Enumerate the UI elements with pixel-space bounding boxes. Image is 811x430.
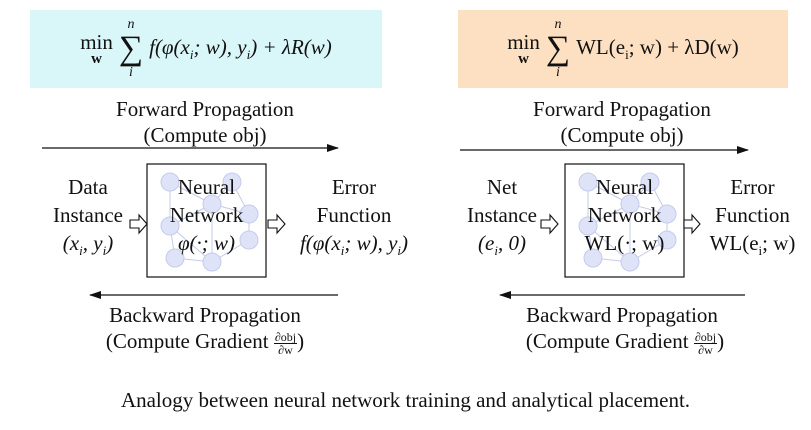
- right-sum-top: n: [554, 17, 562, 32]
- left-input-line3: (xi, yi): [62, 231, 114, 259]
- left-formula-box: min w n ∑ i f(φ(xi; w), yi) + λR(w): [30, 10, 382, 88]
- right-box-line1: Neural: [595, 175, 654, 199]
- right-min-var: w: [518, 51, 529, 67]
- left-input-line2: Instance: [53, 203, 123, 227]
- left-formula-body: f(φ(xi; w), yi) + λR(w): [149, 34, 332, 63]
- right-input-line1: Net: [486, 175, 518, 199]
- left-backward-title: Backward Propagation: [109, 303, 301, 327]
- right-input-line2: Instance: [467, 203, 537, 227]
- right-box-line3: WL(·; w): [584, 231, 665, 255]
- right-output-arrow-icon: [683, 213, 701, 235]
- right-output-line3: WL(ei; w): [709, 231, 796, 259]
- right-sum-bottom: i: [556, 65, 560, 80]
- right-output-line1: Error: [730, 175, 775, 199]
- right-formula-box: min w n ∑ i WL(ei; w) + λD(w): [458, 10, 788, 88]
- left-box-line3: φ(·; w): [177, 231, 236, 255]
- right-output-line2: Function: [715, 203, 790, 227]
- left-output-line1: Error: [331, 175, 377, 199]
- right-forward-title: Forward Propagation: [533, 97, 711, 121]
- left-input-line1: Data: [68, 175, 108, 199]
- right-input-line3: (ei, 0): [478, 231, 526, 259]
- left-output-line3: f(φ(xi; w), yi): [299, 231, 409, 259]
- left-min-var: w: [91, 51, 102, 67]
- left-sum-bottom: i: [129, 65, 133, 80]
- right-min-label: min: [507, 30, 540, 54]
- right-forward-subtitle: (Compute obj): [560, 123, 684, 147]
- left-output-arrow-icon: [267, 213, 286, 235]
- left-box-line1: Neural: [177, 175, 236, 199]
- figure-caption: Analogy between neural network training …: [120, 388, 691, 412]
- left-min-label: min: [80, 30, 113, 54]
- left-backward-subtitle: (Compute Gradient ∂obj∂w): [105, 329, 305, 357]
- left-forward-title: Forward Propagation: [116, 97, 294, 121]
- left-output-line2: Function: [316, 203, 392, 227]
- left-box-line2: Network: [169, 203, 244, 227]
- right-formula-body: WL(ei; w) + λD(w): [576, 34, 739, 63]
- right-backward-subtitle: (Compute Gradient ∂obj∂w): [525, 329, 725, 357]
- left-sum-top: n: [127, 17, 135, 32]
- left-forward-subtitle: (Compute obj): [143, 123, 267, 147]
- right-box-line2: Network: [587, 203, 662, 227]
- right-backward-title: Backward Propagation: [526, 303, 718, 327]
